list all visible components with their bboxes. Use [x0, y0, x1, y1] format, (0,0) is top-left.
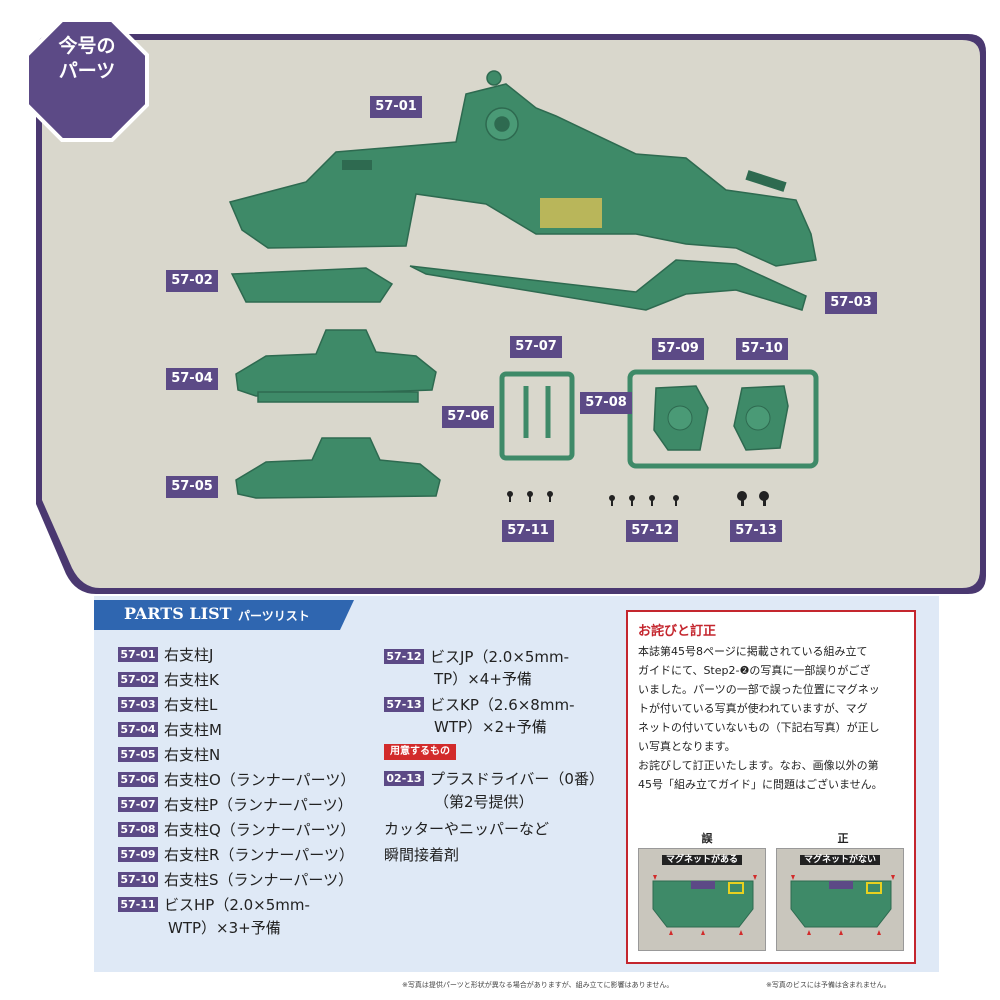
part-code: 57-11: [118, 897, 158, 912]
part-name: 右支柱S（ランナーパーツ）: [164, 871, 354, 889]
photo-label-57-10: 57-10: [736, 338, 788, 360]
part-57-05: [235, 437, 441, 499]
part-code: 57-06: [118, 772, 158, 787]
photo-label-57-13: 57-13: [730, 520, 782, 542]
part-code: 57-01: [118, 647, 158, 662]
correction-line: ガイドにて、Step2-❷の写真に一部誤りがござ: [638, 664, 871, 677]
part-name: 右支柱P（ランナーパーツ）: [164, 796, 353, 814]
part-name: 右支柱R（ランナーパーツ）: [164, 846, 354, 864]
part-name: 右支柱Q（ランナーパーツ）: [164, 821, 356, 839]
part-code: 57-03: [118, 697, 158, 712]
part-code: 57-08: [118, 822, 158, 837]
list-item: 57-12 ビスJP（2.0×5mm-: [384, 648, 569, 667]
part-57-06-07-runner: [499, 371, 575, 461]
photo-label-57-01: 57-01: [370, 96, 422, 118]
list-item-cont: WTP）×2+予備: [434, 718, 547, 736]
part-57-02: [230, 267, 394, 303]
part-code: 57-13: [384, 697, 424, 712]
badge-line1: 今号の: [58, 35, 116, 57]
part-code: 57-05: [118, 747, 158, 762]
correction-line: トが付いている写真が使われていますが、マグ: [638, 702, 868, 715]
photo-label-57-12: 57-12: [626, 520, 678, 542]
list-item: 57-09 右支柱R（ランナーパーツ）: [118, 846, 354, 865]
list-item: 57-03 右支柱L: [118, 696, 217, 715]
part-name: 右支柱M: [164, 721, 222, 739]
right-caption: マグネットがない: [777, 852, 903, 865]
part-57-04: [235, 329, 437, 403]
list-item: 57-13 ビスKP（2.6×8mm-: [384, 696, 575, 715]
correction-line: お詫びして訂正いたします。なお、画像以外の第: [638, 759, 879, 772]
correction-line: いました。パーツの一部で誤った位置にマグネッ: [638, 683, 880, 696]
wrong-caption: マグネットがある: [639, 852, 765, 865]
part-name: 右支柱K: [164, 671, 219, 689]
part-name: 右支柱N: [164, 746, 221, 764]
part-57-08-runner: [627, 369, 819, 469]
parts-photo: [36, 34, 986, 594]
wrong-photo-drawing: [652, 875, 757, 935]
photo-label-57-05: 57-05: [166, 476, 218, 498]
list-item-cont: TP）×4+予備: [434, 670, 532, 688]
photo-label-57-08: 57-08: [580, 392, 632, 414]
photo-label-57-06: 57-06: [442, 406, 494, 428]
badge-line2: パーツ: [58, 59, 116, 82]
list-item: 57-08 右支柱Q（ランナーパーツ）: [118, 821, 355, 840]
list-item: 57-01 右支柱J: [118, 646, 213, 665]
parts-list-title: PARTS LIST: [124, 604, 232, 623]
list-item: 02-13 プラスドライバー（0番）: [384, 770, 604, 789]
part-code: 57-09: [118, 847, 158, 862]
photo-label-57-07: 57-07: [510, 336, 562, 358]
screws: [507, 491, 769, 506]
part-name: プラスドライバー（0番）: [430, 770, 604, 788]
part-name: ビスJP（2.0×5mm-: [430, 648, 570, 666]
badge-text: 今号の パーツ: [25, 34, 149, 83]
list-item-cont: （第2号提供）: [434, 793, 534, 811]
part-name: 右支柱O（ランナーパーツ）: [164, 771, 356, 789]
correction-box: お詫びと訂正 本誌第45号8ページに掲載されている組み立て ガイドにて、Step…: [626, 610, 916, 964]
list-item: 57-02 右支柱K: [118, 671, 219, 690]
correction-line: い写真となります。: [638, 740, 736, 753]
right-photo: マグネットがない: [776, 848, 904, 951]
footnote-right: ※写真のビスには予備は含まれません。: [766, 981, 891, 989]
footnote-left: ※写真は提供パーツと形状が異なる場合がありますが、組み立てに影響はありません。: [402, 981, 674, 989]
list-item: 57-10 右支柱S（ランナーパーツ）: [118, 871, 353, 890]
list-item: 57-11 ビスHP（2.0×5mm-: [118, 896, 310, 915]
photo-label-57-04: 57-04: [166, 368, 218, 390]
part-57-03: [409, 259, 807, 311]
right-label: 正: [837, 832, 849, 845]
correction-line: 45号「組み立てガイド」に問題はございません。: [638, 778, 883, 791]
part-code: 57-07: [118, 797, 158, 812]
parts-list-subtitle: パーツリスト: [238, 609, 310, 623]
part-name: 右支柱L: [164, 696, 218, 714]
list-item: 57-05 右支柱N: [118, 746, 220, 765]
list-item: 57-07 右支柱P（ランナーパーツ）: [118, 796, 353, 815]
needed-label: 用意するもの: [384, 744, 456, 760]
parts-list-tab: [94, 600, 354, 630]
part-code: 57-10: [118, 872, 158, 887]
list-item: カッターやニッパーなど: [384, 820, 550, 838]
part-code: 02-13: [384, 771, 424, 786]
part-57-01: [228, 70, 817, 267]
part-name: 右支柱J: [164, 646, 214, 664]
correction-title: お詫びと訂正: [638, 624, 717, 639]
correction-line: ネットの付いていないもの（下記右写真）が正し: [638, 721, 880, 734]
part-name: ビスHP（2.0×5mm-: [164, 896, 310, 914]
list-item: 57-04 右支柱M: [118, 721, 222, 740]
list-item: 57-06 右支柱O（ランナーパーツ）: [118, 771, 355, 790]
list-item: 瞬間接着剤: [384, 846, 460, 864]
wrong-photo: マグネットがある: [638, 848, 766, 951]
right-photo-drawing: [790, 875, 895, 935]
part-code: 57-02: [118, 672, 158, 687]
part-name: ビスKP（2.6×8mm-: [430, 696, 575, 714]
issue-parts-badge: [25, 18, 149, 142]
correction-line: 本誌第45号8ページに掲載されている組み立て: [638, 645, 868, 658]
photo-label-57-09: 57-09: [652, 338, 704, 360]
photo-label-57-02: 57-02: [166, 270, 218, 292]
part-code: 57-12: [384, 649, 424, 664]
photo-label-57-03: 57-03: [825, 292, 877, 314]
wrong-label: 誤: [701, 832, 713, 845]
list-item-cont: WTP）×3+予備: [168, 919, 281, 937]
part-code: 57-04: [118, 722, 158, 737]
photo-label-57-11: 57-11: [502, 520, 554, 542]
